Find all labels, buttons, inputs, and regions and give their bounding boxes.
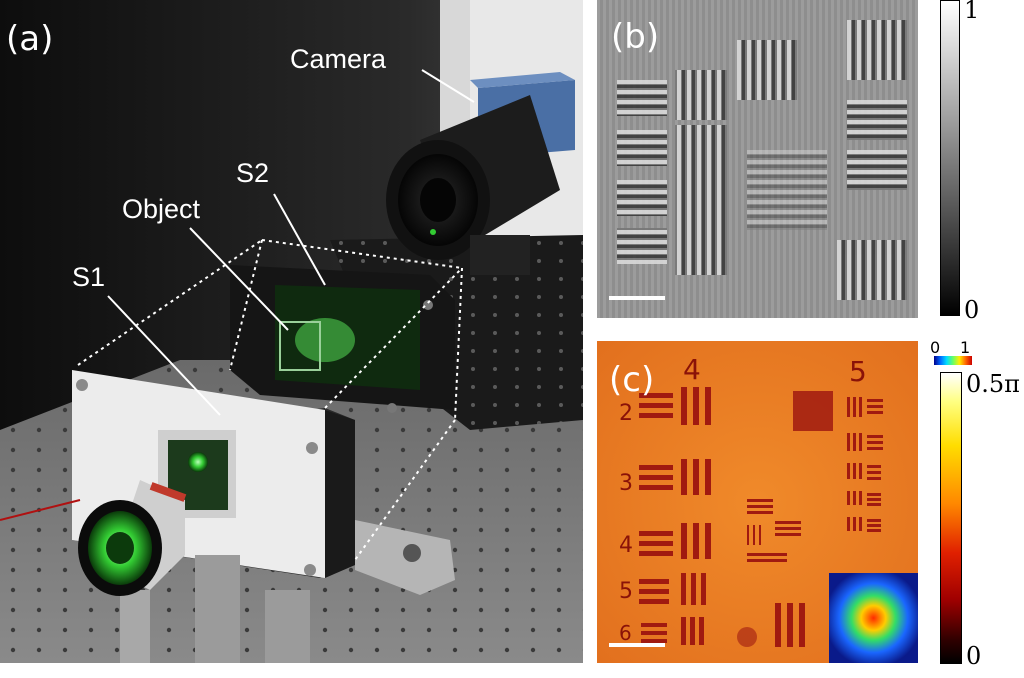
hot-colorbar xyxy=(940,372,962,664)
amplitude-image xyxy=(597,0,918,318)
colorbar-b-min: 0 xyxy=(964,296,980,324)
dotted-outline xyxy=(77,239,463,561)
element-number-5: 5 xyxy=(619,579,633,604)
phase-image xyxy=(597,341,918,663)
colorbar-b-max: 1 xyxy=(964,0,980,24)
camera-annotation: Camera xyxy=(290,44,387,74)
object-annotation: Object xyxy=(122,194,201,224)
element-number-2: 2 xyxy=(619,401,633,426)
amplitude-image-panel: (b) xyxy=(597,0,918,318)
panel-c-label: (c) xyxy=(609,360,655,400)
phase-image-panel: (c) 4 5 2 3 4 5 6 xyxy=(597,341,918,663)
inset-colorbar-min: 0 xyxy=(930,338,941,357)
panel-a-label: (a) xyxy=(6,19,54,59)
annotation-leaders xyxy=(107,69,475,416)
group-number-4: 4 xyxy=(683,353,701,386)
inset-colorbar-max: 1 xyxy=(960,338,971,357)
grayscale-colorbar xyxy=(940,0,960,316)
group-number-5: 5 xyxy=(849,355,867,388)
s1-annotation: S1 xyxy=(72,262,106,292)
element-number-3: 3 xyxy=(619,471,633,496)
scale-bar xyxy=(609,296,665,300)
colorbar-c-max: 0.5π xyxy=(966,370,1020,398)
setup-photo-panel: (a) Camera S2 Object S1 xyxy=(0,0,583,663)
s2-annotation: S2 xyxy=(236,158,270,188)
panel-b-label: (b) xyxy=(611,17,660,57)
setup-photo xyxy=(0,0,583,663)
colorbar-c-min: 0 xyxy=(966,642,982,670)
element-number-4: 4 xyxy=(619,533,633,558)
inset-jet-colorbar xyxy=(934,356,972,365)
scale-bar xyxy=(609,643,665,647)
focal-spot-inset xyxy=(829,573,918,663)
element-number-6: 6 xyxy=(619,621,632,645)
